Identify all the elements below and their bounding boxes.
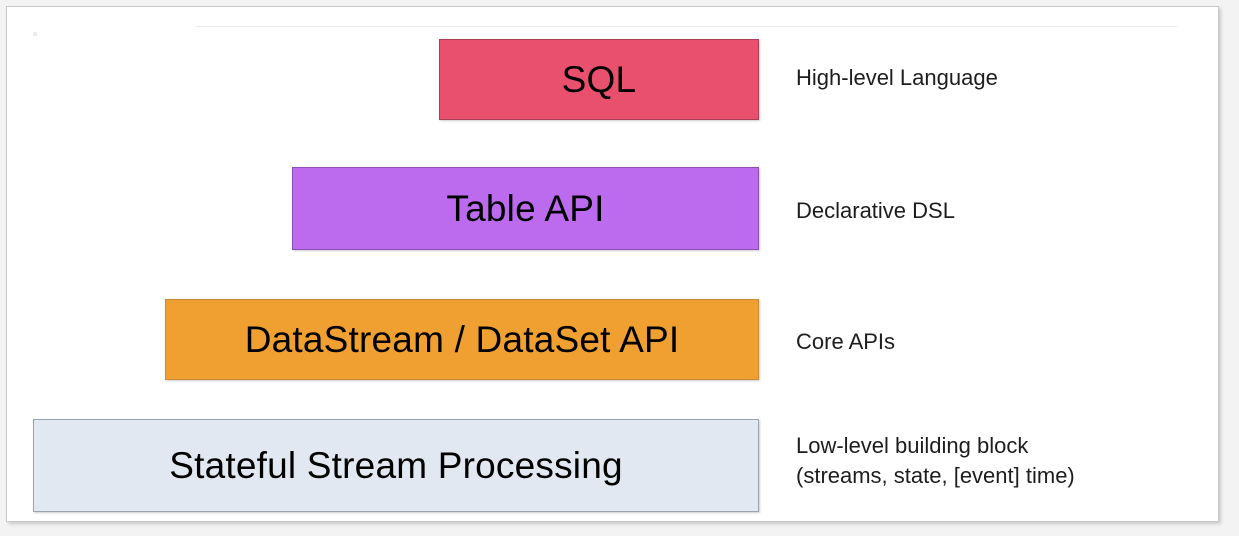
layer-box-table-api[interactable]: Table API — [292, 167, 759, 250]
layer-box-sql[interactable]: SQL — [439, 39, 759, 120]
faint-horizontal-rule — [195, 26, 1177, 27]
slide-frame: SQL High-level Language Table API Declar… — [6, 6, 1219, 522]
layer-box-datastream-dataset-api[interactable]: DataStream / DataSet API — [165, 299, 759, 380]
layer-description-table-api: Declarative DSL — [796, 198, 955, 223]
layer-box-stateful-stream-processing[interactable]: Stateful Stream Processing — [33, 419, 759, 512]
layer-description-stateful-stream-processing: Low-level building block (streams, state… — [796, 433, 1075, 488]
layer-description-sql: High-level Language — [796, 65, 998, 90]
layer-description-datastream-dataset-api: Core APIs — [796, 329, 896, 354]
corner-tick-mark — [33, 32, 37, 36]
